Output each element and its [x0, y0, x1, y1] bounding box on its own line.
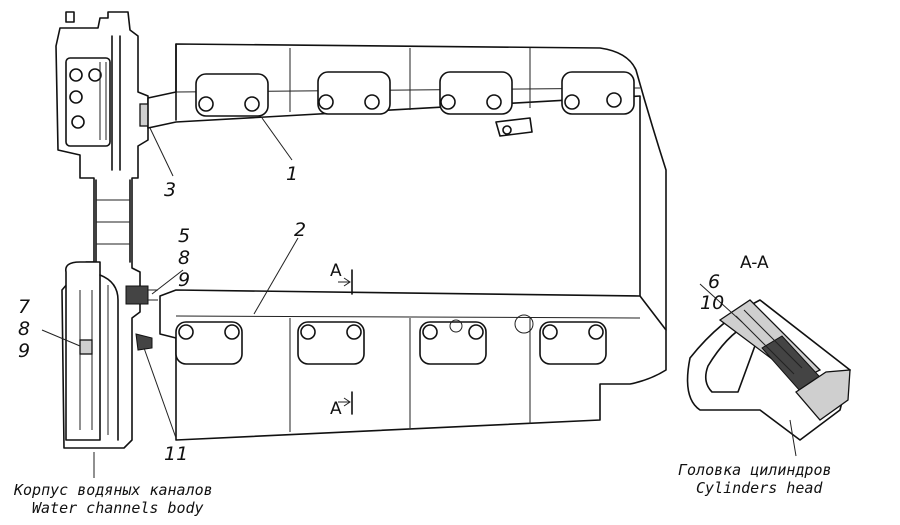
callout-9a: 9 [178, 269, 190, 291]
callout-8b: 8 [18, 318, 30, 340]
callout-5: 5 [178, 225, 190, 247]
callout-11: 11 [164, 443, 188, 465]
callout-10: 10 [700, 292, 724, 314]
upper-ports [195, 71, 635, 117]
callout-1: 1 [286, 163, 298, 185]
leader-lines [41, 117, 797, 478]
caption-head-ru: Головка цилиндров [678, 461, 832, 479]
lower-manifold [159, 289, 667, 441]
callout-9b: 9 [18, 340, 30, 362]
caption-water-en: Water channels body [32, 499, 204, 517]
callout-2: 2 [294, 219, 306, 241]
section-title: A-A [740, 253, 769, 273]
section-mark-upper: A [330, 261, 342, 281]
callout-7: 7 [18, 296, 30, 318]
water-channels-body [55, 11, 158, 449]
callout-3: 3 [164, 179, 176, 201]
lower-ports [175, 314, 607, 365]
callout-8a: 8 [178, 247, 190, 269]
callout-labels: 1 2 3 5 8 9 7 8 9 6 10 11 [18, 163, 724, 465]
section-mark-lower: A [330, 399, 342, 419]
caption-water-ru: Корпус водяных каналов [13, 481, 213, 499]
callout-6: 6 [708, 271, 720, 293]
upper-manifold [147, 43, 667, 331]
section-detail [686, 299, 851, 441]
section-cut-marks [338, 269, 353, 415]
caption-head-en: Cylinders head [696, 479, 823, 497]
